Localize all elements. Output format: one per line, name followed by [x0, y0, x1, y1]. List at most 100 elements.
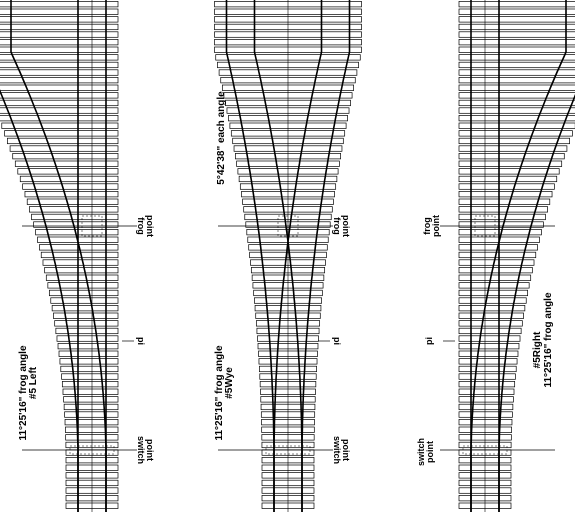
switch-hatch [462, 445, 508, 455]
tie [458, 365, 517, 373]
tie [0, 16, 119, 23]
labels-layer: frogpoint pi switchpoint #5 Left 11°25'1… [18, 91, 554, 466]
tie [458, 130, 573, 137]
frog-hatch [474, 215, 496, 237]
frog-point-label-right: frogpoint [422, 215, 441, 237]
tie [1, 122, 119, 129]
tie [12, 153, 119, 160]
tie [0, 92, 119, 99]
tie [50, 297, 119, 304]
title-left: #5 Left [28, 366, 39, 399]
tie [458, 206, 548, 213]
tie [56, 335, 119, 342]
tie [47, 282, 119, 289]
tie [64, 419, 119, 426]
tie [48, 289, 119, 297]
pi-label-right: pi [424, 337, 434, 345]
tie [458, 297, 527, 304]
tie [0, 69, 119, 76]
diverging-rail [273, 0, 323, 512]
tie [63, 396, 119, 403]
tie [458, 198, 551, 205]
switch-point-label-left: switchpoint [136, 436, 155, 464]
tie [24, 191, 119, 198]
diverging-rail [10, 0, 107, 512]
tie [458, 335, 521, 342]
frog-hatch [277, 215, 299, 237]
title-wye: #5Wye [224, 367, 235, 399]
tie [0, 115, 119, 122]
tie [458, 137, 570, 145]
tie [458, 388, 515, 395]
tie [0, 61, 119, 69]
tie [0, 1, 119, 8]
pi-label-wye: pi [332, 337, 342, 345]
tie [458, 305, 526, 312]
tie [458, 213, 546, 221]
tie [14, 160, 119, 167]
tie [458, 350, 519, 357]
tie [19, 175, 119, 183]
tie [458, 343, 520, 350]
angle-note-left: 11°25'16" frog angle [18, 345, 29, 440]
tie [458, 77, 575, 84]
tie [458, 84, 575, 91]
tie [458, 16, 575, 23]
tie [44, 267, 119, 274]
frog-point-label-left: frogpoint [136, 215, 155, 237]
tie [7, 137, 119, 145]
tie [458, 153, 565, 160]
tie [458, 99, 575, 107]
tie [57, 343, 119, 350]
angle-note-wye: 11°25'16" frog angle [214, 345, 225, 440]
tie [0, 99, 119, 107]
diverging-rail [225, 0, 275, 512]
tie [458, 107, 575, 114]
frog-hatch [81, 215, 103, 237]
switch-hatch [69, 445, 115, 455]
switch-point-label-right: switchpoint [416, 438, 435, 466]
tie [63, 403, 119, 411]
pi-label-left: pi [136, 337, 146, 345]
tie [62, 388, 119, 395]
tie [458, 373, 516, 380]
tie [458, 168, 560, 175]
tie [458, 358, 518, 365]
title-right: #5Right [532, 331, 543, 368]
tie [0, 84, 119, 91]
tie [458, 39, 575, 46]
tie [458, 92, 575, 99]
tie [458, 31, 575, 38]
tie [45, 274, 119, 281]
tie [64, 411, 119, 418]
tie [60, 365, 119, 373]
tie [458, 61, 575, 69]
tie [54, 320, 119, 327]
tie [0, 39, 119, 46]
tie [26, 198, 119, 205]
tie [458, 160, 563, 167]
tie [458, 267, 533, 274]
tie [0, 8, 119, 15]
diverging-rail [0, 89, 79, 512]
tie [458, 1, 575, 8]
angle-note-right: 11°25'16" frog angle [543, 292, 554, 387]
tie [9, 145, 119, 152]
tie [51, 305, 119, 312]
tie [458, 381, 516, 388]
template-left [0, 0, 137, 512]
template-wye [214, 0, 362, 512]
tie [458, 115, 575, 122]
tie [458, 191, 553, 198]
tie [31, 213, 119, 221]
tie [4, 130, 119, 137]
tie [458, 396, 514, 403]
tie [458, 312, 524, 319]
tie [458, 327, 522, 335]
template-right [440, 0, 575, 512]
tie [42, 259, 119, 266]
tie [458, 411, 513, 418]
diverging-rail [498, 93, 575, 512]
tie [458, 419, 513, 426]
